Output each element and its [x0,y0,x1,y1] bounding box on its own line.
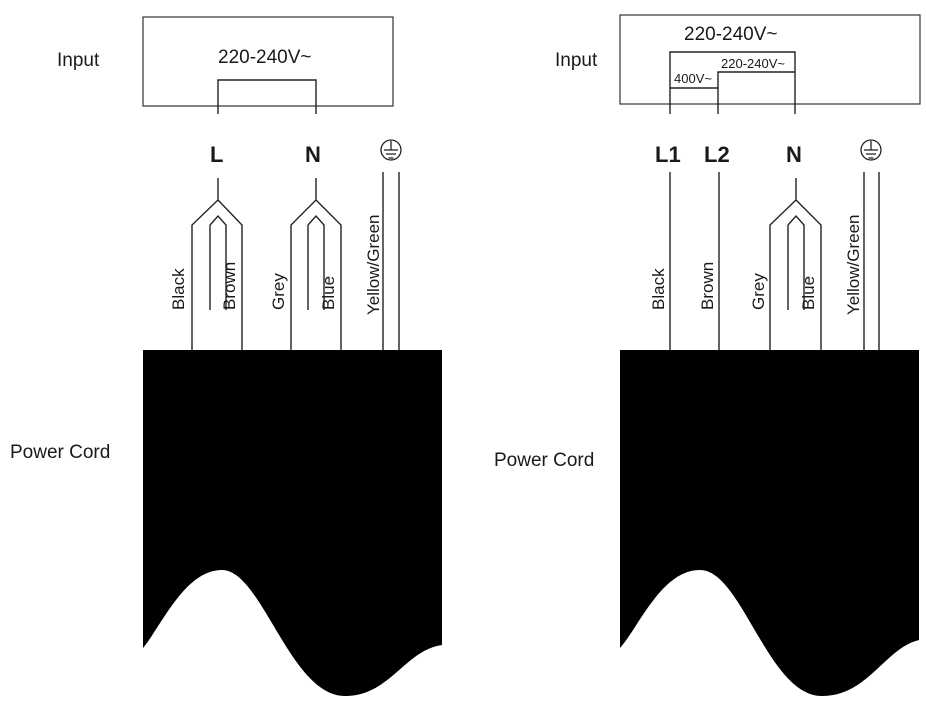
wire-yellow-green-left [382,172,400,350]
right-input-bridge-outer [669,51,796,114]
wire-blue-left [315,199,342,350]
wire-brown-left [217,199,243,350]
wire-grey-right [769,178,797,350]
wire-label-blue-right: Blue [799,276,818,310]
wire-label-yellow-green-left: Yellow/Green [364,215,383,316]
left-power-cord [143,350,442,696]
right-input-label: Input [555,50,598,71]
wire-black-left [191,178,219,350]
wire-label-grey-left: Grey [269,273,288,310]
right-diagram: Input 220-240V~ 400V~ 220-240V~ L1 L2 N … [494,14,921,696]
wire-label-grey-right: Grey [749,273,768,310]
wire-brown-inner-left [209,214,227,310]
terminal-l2: L2 [704,142,730,167]
sub-voltage-400: 400V~ [674,71,712,86]
right-power-cord-label: Power Cord [494,450,594,471]
wire-label-brown-left: Brown [220,262,239,310]
left-input-label: Input [57,50,100,71]
right-input-bridge-inner [717,71,795,114]
ground-symbol-icon [860,139,882,161]
left-input-box [142,16,394,107]
terminal-l: L [210,142,223,167]
wire-label-yellow-green-right: Yellow/Green [844,215,863,316]
terminal-n: N [305,142,321,167]
terminal-l1: L1 [655,142,681,167]
wire-grey-left [290,178,317,350]
wire-blue-right [795,199,822,350]
wire-label-black-left: Black [169,268,188,310]
wire-label-brown-right: Brown [698,262,717,310]
ground-symbol-icon [380,139,402,161]
left-diagram: Input 220-240V~ L N Black Brown Grey Blu… [10,16,442,696]
terminal-n-right: N [786,142,802,167]
sub-voltage-220: 220-240V~ [721,56,785,71]
left-input-bridge [217,79,317,114]
wire-label-black-right: Black [649,268,668,310]
right-power-cord [620,350,919,696]
left-power-cord-label: Power Cord [10,442,110,463]
wire-yellow-green-right [863,172,880,350]
left-voltage-label: 220-240V~ [218,47,312,68]
right-voltage-label: 220-240V~ [684,24,778,45]
wire-label-blue-left: Blue [319,276,338,310]
